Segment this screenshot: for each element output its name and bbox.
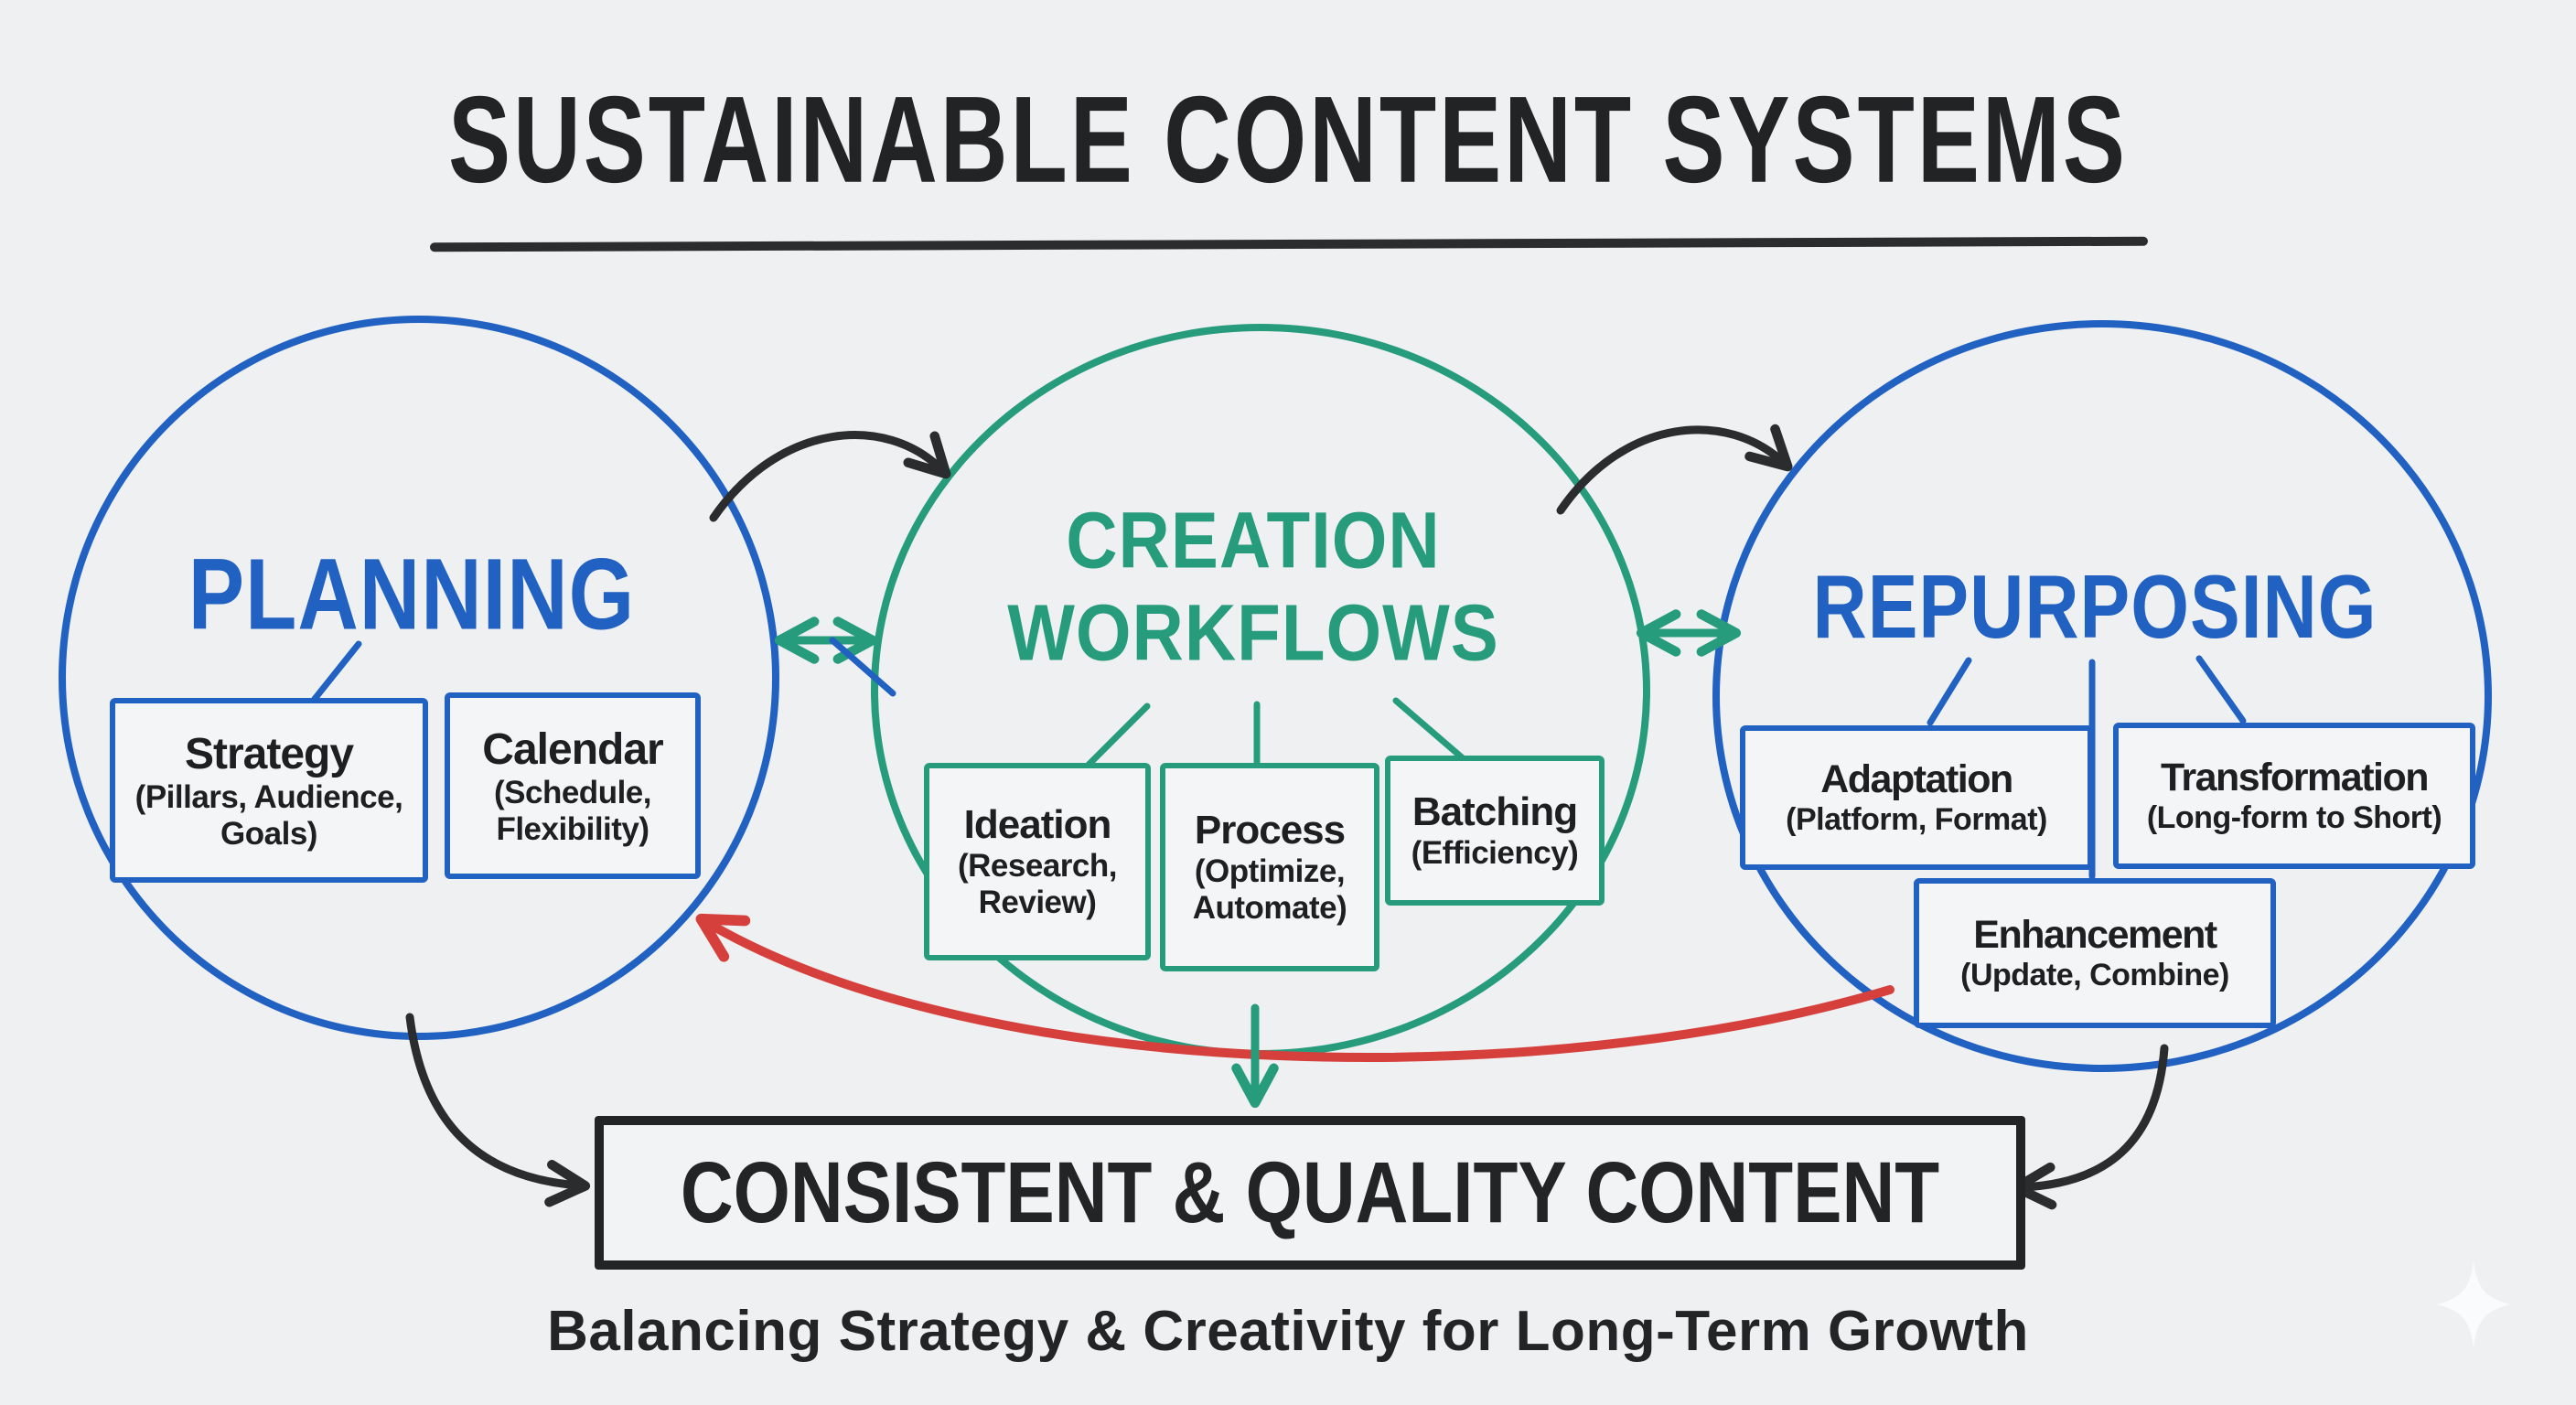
output-box-text: CONSISTENT & QUALITY CONTENT xyxy=(680,1143,1940,1240)
strategy-box-title: Strategy xyxy=(184,729,354,778)
planning-connectors xyxy=(311,637,896,702)
ideation-box-subtitle-line-2: Review) xyxy=(978,885,1097,920)
process-box-subtitle-line-2: Automate) xyxy=(1192,890,1347,926)
calendar-box-subtitle-line-1: (Schedule, xyxy=(494,774,651,810)
repurposing-circle xyxy=(1712,320,2492,1072)
planning-circle xyxy=(59,316,779,1040)
batching-box-subtitle-line-1: (Efficiency) xyxy=(1411,835,1579,872)
creation-heading-line-1: CREATION xyxy=(1066,495,1441,585)
strategy-box: Strategy (Pillars, Audience, Goals) xyxy=(110,698,428,883)
calendar-box: Calendar (Schedule, Flexibility) xyxy=(445,692,701,879)
sparkle-icon xyxy=(2437,1260,2510,1348)
process-box-subtitle-line-1: (Optimize, xyxy=(1194,853,1346,890)
page-title: SUSTAINABLE CONTENT SYSTEMS xyxy=(448,70,2128,209)
transformation-box-title: Transformation xyxy=(2161,756,2430,800)
output-box: CONSISTENT & QUALITY CONTENT xyxy=(595,1116,2025,1270)
enhancement-box-title: Enhancement xyxy=(1973,913,2217,958)
repurposing-heading-line: REPURPOSING xyxy=(1812,557,2377,658)
adaptation-box-subtitle-line-1: (Platform, Format) xyxy=(1786,802,2047,838)
transformation-box: Transformation (Long-form to Short) xyxy=(2113,723,2475,869)
arrow-planning-to-creation xyxy=(709,431,951,522)
ideation-box-subtitle-line-1: (Research, xyxy=(958,848,1117,885)
planning-heading-line: PLANNING xyxy=(188,539,636,651)
batching-box-title: Batching xyxy=(1411,789,1578,835)
strategy-box-subtitle-line-2: Goals) xyxy=(220,815,317,852)
creation-connectors xyxy=(1085,697,1465,768)
arrow-repurposing-to-output xyxy=(2011,1044,2169,1210)
creation-heading-line-2: WORKFLOWS xyxy=(1007,587,1499,679)
process-box-title: Process xyxy=(1194,808,1346,853)
calendar-box-subtitle-line-2: Flexibility) xyxy=(496,810,649,847)
tagline: Balancing Strategy & Creativity for Long… xyxy=(547,1300,2029,1363)
transformation-box-subtitle-line-1: (Long-form to Short) xyxy=(2146,800,2442,836)
calendar-box-title: Calendar xyxy=(482,724,663,774)
enhancement-box-subtitle-line-1: (Update, Combine) xyxy=(1960,958,2229,993)
repurposing-heading: REPURPOSING xyxy=(1747,556,2442,660)
adaptation-box-title: Adaptation xyxy=(1820,757,2013,802)
arrow-repurposing-to-planning-feedback xyxy=(695,913,1894,1062)
enhancement-box: Enhancement (Update, Combine) xyxy=(1914,878,2276,1028)
arrow-creation-to-repurposing xyxy=(1556,424,1793,515)
process-box: Process (Optimize, Automate) xyxy=(1160,763,1379,971)
ideation-box: Ideation (Research, Review) xyxy=(924,763,1151,960)
adaptation-box: Adaptation (Platform, Format) xyxy=(1740,725,2093,870)
planning-heading: PLANNING xyxy=(110,538,714,653)
arrow-planning-to-output xyxy=(405,1013,591,1207)
creation-workflows-heading: CREATION WORKFLOWS xyxy=(906,494,1601,680)
ideation-box-title: Ideation xyxy=(963,802,1112,848)
strategy-box-subtitle-line-1: (Pillars, Audience, xyxy=(134,778,403,815)
batching-box: Batching (Efficiency) xyxy=(1385,756,1605,906)
